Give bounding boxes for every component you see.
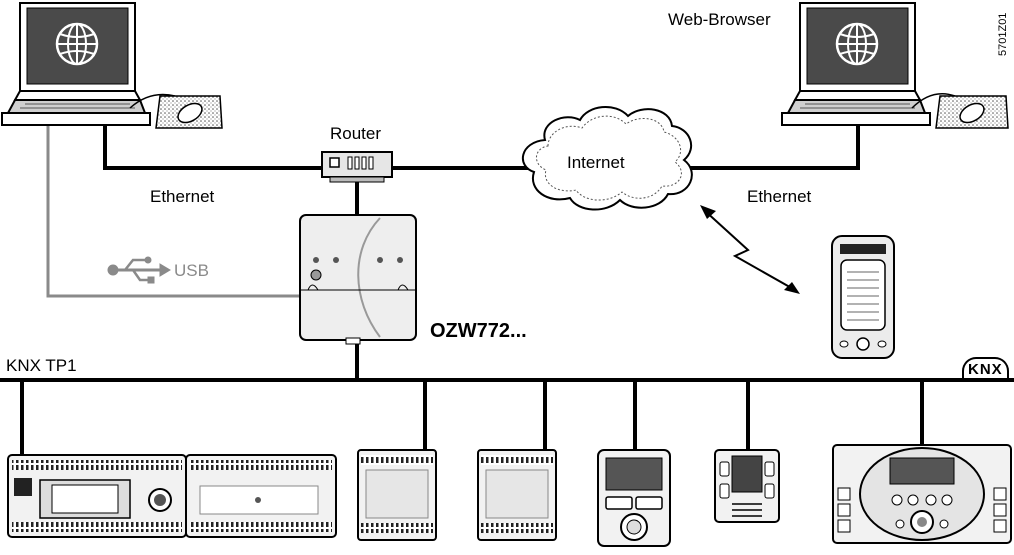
knx-module-2 xyxy=(477,449,557,541)
usb-icon xyxy=(107,256,171,284)
ozw772-gateway xyxy=(299,214,417,345)
bus-drop-lines xyxy=(20,380,924,455)
ethernet-link-right xyxy=(690,125,860,170)
mouse-icon xyxy=(959,102,985,124)
right-computer xyxy=(781,2,931,126)
web-browser-label: Web-Browser xyxy=(668,10,771,29)
ethernet-right-label: Ethernet xyxy=(747,187,812,206)
mouse-icon xyxy=(177,102,203,124)
internet-cloud xyxy=(521,106,693,211)
device-label: OZW772... xyxy=(430,320,527,342)
router-label: Router xyxy=(330,124,382,143)
usb-label: USB xyxy=(174,261,209,280)
ethernet-link-left xyxy=(103,125,322,170)
right-mouse-pad xyxy=(911,93,1009,129)
ethernet-left-label: Ethernet xyxy=(150,187,215,206)
room-operator-unit xyxy=(597,449,671,547)
knx-logo-icon: KNX xyxy=(962,357,1009,378)
internet-label: Internet xyxy=(567,153,625,172)
operator-panel xyxy=(832,444,1012,544)
globe-icon xyxy=(55,22,99,66)
pda-device xyxy=(831,235,895,359)
room-unit-small xyxy=(714,449,780,523)
left-computer xyxy=(1,2,151,126)
plc-controller xyxy=(7,454,337,538)
wireless-link-icon xyxy=(700,205,800,294)
bus-label: KNX TP1 xyxy=(6,356,77,375)
router-device xyxy=(321,151,393,183)
globe-icon xyxy=(835,22,879,66)
drawing-code: 5701Z01 xyxy=(997,12,1009,56)
knx-module-1 xyxy=(357,449,437,541)
usb-link xyxy=(46,125,300,298)
left-mouse-pad xyxy=(129,93,223,129)
